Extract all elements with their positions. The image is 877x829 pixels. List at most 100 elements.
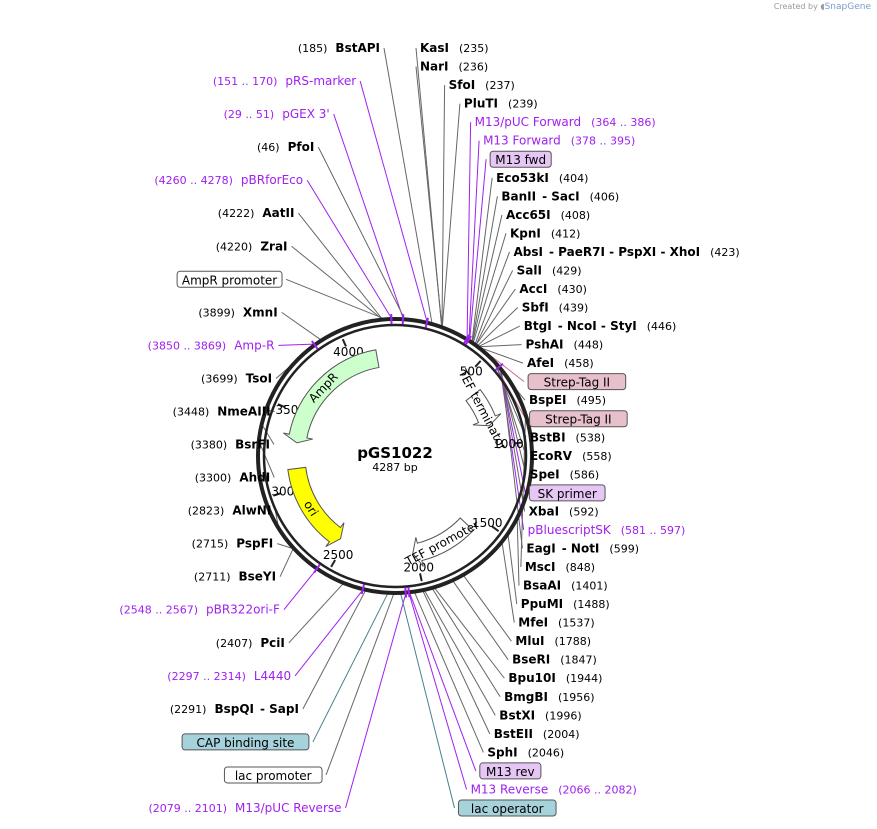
site-position: (404) bbox=[559, 172, 589, 185]
enzyme-label-bsrfi[interactable]: (3380)BsrFI bbox=[191, 438, 270, 452]
site-label-text: (2407)PciI bbox=[216, 636, 285, 650]
primer-label-prs-marker[interactable]: (151 .. 170)pRS-marker bbox=[213, 74, 356, 88]
enzyme-label-sbfi[interactable]: SbfI(439) bbox=[522, 301, 589, 315]
enzyme-label-nari[interactable]: NarI(236) bbox=[420, 60, 488, 74]
feature-tag-m13-rev[interactable]: M13 rev bbox=[479, 762, 542, 780]
feature-tag-box bbox=[527, 373, 627, 391]
enzyme-label-afei[interactable]: AfeI(458) bbox=[527, 356, 594, 370]
primer-label-l4440[interactable]: (2297 .. 2314)L4440 bbox=[167, 669, 291, 683]
enzyme-label-bsaai[interactable]: BsaAI(1401) bbox=[523, 579, 608, 593]
site-label-text: (3380)BsrFI bbox=[191, 438, 270, 452]
site-name: M13/pUC Forward bbox=[475, 115, 582, 129]
feature-tag-box bbox=[181, 733, 310, 751]
enzyme-label-acc65i[interactable]: Acc65I(408) bbox=[506, 208, 590, 222]
site-position: (538) bbox=[576, 431, 606, 444]
leader-line bbox=[475, 270, 514, 345]
enzyme-label-banii[interactable]: BanII- SacI(406) bbox=[501, 189, 619, 203]
enzyme-label-mlui[interactable]: MluI(1788) bbox=[515, 634, 591, 648]
enzyme-label-msci[interactable]: MscI(848) bbox=[525, 560, 595, 574]
enzyme-label-btgi[interactable]: BtgI- NcoI - StyI(446) bbox=[524, 319, 677, 333]
enzyme-label-sali[interactable]: SalI(429) bbox=[517, 263, 582, 277]
enzyme-label-sfoi[interactable]: SfoI(237) bbox=[449, 78, 515, 92]
leader-line bbox=[283, 569, 317, 611]
enzyme-label-bstapi[interactable]: (185)BstAPI bbox=[298, 41, 380, 55]
feature-tag-strep-tag-ii[interactable]: Strep-Tag II bbox=[527, 373, 627, 391]
enzyme-label-alwni[interactable]: (2823)AlwNI bbox=[188, 504, 272, 518]
enzyme-label-bspqi[interactable]: (2291)BspQI- SapI bbox=[170, 702, 299, 716]
site-name: BanII bbox=[501, 189, 536, 203]
enzyme-label-zrai[interactable]: (4220)ZraI bbox=[216, 239, 288, 253]
enzyme-label-bstbi[interactable]: BstBI(538) bbox=[530, 430, 605, 444]
site-label-text: (4220)ZraI bbox=[216, 239, 288, 253]
primer-label-m13-forward[interactable]: M13 Forward(378 .. 395) bbox=[483, 134, 635, 148]
enzyme-label-bmgbi[interactable]: BmgBI(1956) bbox=[504, 690, 594, 704]
feature-tag-box bbox=[457, 799, 557, 817]
enzyme-label-spei[interactable]: SpeI(586) bbox=[530, 467, 599, 481]
feature-arrow-ampr[interactable] bbox=[283, 349, 380, 444]
enzyme-label-ppumi[interactable]: PpuMI(1488) bbox=[521, 597, 610, 611]
leader-line bbox=[409, 593, 477, 772]
feature-arrow-tef-promoter[interactable] bbox=[412, 517, 475, 567]
feature-tag-cap-binding-site[interactable]: CAP binding site bbox=[181, 733, 310, 751]
primer-label-pgex-3-[interactable]: (29 .. 51)pGEX 3' bbox=[224, 107, 330, 121]
site-label-text: SfoI(237) bbox=[449, 78, 515, 92]
site-name: BspEI bbox=[529, 393, 567, 407]
site-name: EcoRV bbox=[530, 449, 573, 463]
feature-tag-ampr-promoter[interactable]: AmpR promoter bbox=[176, 270, 283, 288]
enzyme-label-mfei[interactable]: MfeI(1537) bbox=[518, 616, 594, 630]
primer-label-m13-puc-reverse[interactable]: (2079 .. 2101)M13/pUC Reverse bbox=[148, 801, 341, 815]
feature-arrow-tef-terminator[interactable] bbox=[465, 388, 502, 427]
enzyme-label-bspei[interactable]: BspEI(495) bbox=[529, 393, 606, 407]
primer-label-amp-r[interactable]: (3850 .. 3869)Amp-R bbox=[148, 338, 275, 352]
enzyme-label-sphi[interactable]: SphI(2046) bbox=[487, 745, 564, 759]
site-position: (1537) bbox=[558, 617, 595, 630]
site-position: (236) bbox=[459, 61, 489, 74]
site-name: AfeI bbox=[527, 356, 554, 370]
primer-label-pbluescriptsk[interactable]: pBluescriptSK(581 .. 597) bbox=[528, 523, 686, 537]
site-name: AhdI bbox=[239, 471, 270, 485]
leader-line bbox=[298, 212, 383, 319]
enzyme-label-ecorv[interactable]: EcoRV(558) bbox=[530, 449, 612, 463]
primer-label-m13-reverse[interactable]: M13 Reverse(2066 .. 2082) bbox=[471, 782, 637, 796]
enzyme-label-xbai[interactable]: XbaI(592) bbox=[529, 504, 599, 518]
leader-line bbox=[474, 251, 510, 344]
enzyme-label-acci[interactable]: AccI(430) bbox=[519, 282, 587, 296]
enzyme-label-bpu10i[interactable]: Bpu10I(1944) bbox=[508, 671, 602, 685]
enzyme-label-pfoi[interactable]: (46)PfoI bbox=[257, 140, 314, 154]
enzyme-label-eco53ki[interactable]: Eco53kI(404) bbox=[496, 171, 588, 185]
enzyme-label-bsteii[interactable]: BstEII(2004) bbox=[494, 727, 580, 741]
primer-label-pbrforeco[interactable]: (4260 .. 4278)pBRforEco bbox=[154, 173, 303, 187]
enzyme-label-aatii[interactable]: (4222)AatII bbox=[218, 206, 295, 220]
enzyme-label-pcii[interactable]: (2407)PciI bbox=[216, 636, 285, 650]
tick-mark-1000 bbox=[514, 441, 523, 445]
feature-tag-lac-promoter[interactable]: lac promoter bbox=[223, 766, 323, 784]
feature-tag-lac-operator[interactable]: lac operator bbox=[457, 799, 557, 817]
enzyme-label-pluti[interactable]: PluTI(239) bbox=[464, 97, 538, 111]
enzyme-label-tsoi[interactable]: (3699)TsoI bbox=[201, 371, 272, 385]
enzyme-label-ahdi[interactable]: (3300)AhdI bbox=[195, 471, 270, 485]
site-name: BseYI bbox=[238, 570, 276, 584]
enzyme-label-bseri[interactable]: BseRI(1847) bbox=[512, 653, 597, 667]
enzyme-label-bseyi[interactable]: (2711)BseYI bbox=[194, 570, 276, 584]
feature-tag-sk-primer[interactable]: SK primer bbox=[528, 484, 606, 502]
leader-line bbox=[472, 233, 507, 343]
feature-tag-strep-tag-ii[interactable]: Strep-Tag II bbox=[529, 410, 628, 428]
enzyme-label-kpni[interactable]: KpnI(412) bbox=[510, 226, 581, 240]
enzyme-label-kasi[interactable]: KasI(235) bbox=[420, 41, 489, 55]
enzyme-label-bstxi[interactable]: BstXI(1996) bbox=[499, 708, 581, 722]
enzyme-label-pshai[interactable]: PshAI(448) bbox=[526, 338, 604, 352]
site-name: Bpu10I bbox=[508, 671, 555, 685]
tick-label: 1500 bbox=[472, 516, 503, 530]
enzyme-label-eagi[interactable]: EagI- NotI(599) bbox=[526, 541, 639, 555]
enzyme-label-absi[interactable]: AbsI- PaeR7I - PspXI - XhoI(423) bbox=[514, 245, 740, 259]
feature-arrow-ori[interactable] bbox=[287, 466, 345, 548]
primer-label-pbr322ori-f[interactable]: (2548 .. 2567)pBR322ori-F bbox=[119, 603, 280, 617]
site-label-text: (2711)BseYI bbox=[194, 570, 276, 584]
enzyme-label-pspfi[interactable]: (2715)PspFI bbox=[192, 537, 274, 551]
site-label-text: KasI(235) bbox=[420, 41, 489, 55]
primer-label-m13-puc-forward[interactable]: M13/pUC Forward(364 .. 386) bbox=[475, 115, 656, 129]
feature-tag-m13-fwd[interactable]: M13 fwd bbox=[489, 150, 552, 168]
enzyme-label-nmeaiii[interactable]: (3448)NmeAIII bbox=[173, 404, 271, 418]
leader-line bbox=[383, 47, 433, 324]
enzyme-label-xmni[interactable]: (3899)XmnI bbox=[198, 305, 277, 319]
